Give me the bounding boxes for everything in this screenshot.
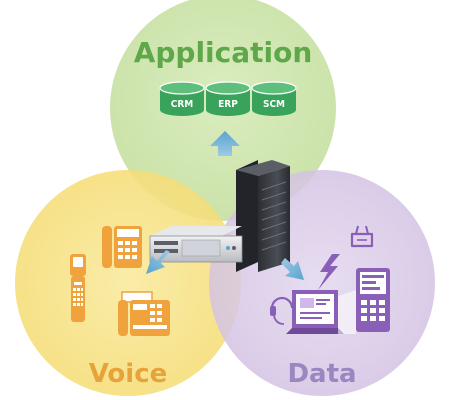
arrow-to-voice-icon: [146, 250, 170, 274]
database-icon: [160, 88, 204, 116]
database-top: [205, 81, 251, 95]
database-top: [251, 81, 297, 95]
arrow-up-icon: [210, 131, 240, 156]
database-crm: CRM: [159, 81, 205, 116]
database-label: CRM: [171, 99, 194, 110]
database-scm: SCM: [251, 81, 297, 116]
laptop-icon: [286, 290, 356, 334]
desk-phone-icon: [102, 226, 142, 268]
fax-machine-icon: [118, 291, 170, 336]
arrow-to-data-icon: [281, 258, 304, 280]
voice-label: Voice: [89, 359, 168, 389]
database-erp: ERP: [205, 81, 251, 116]
mobile-phone-icon: [70, 254, 86, 322]
lightning-icon: [318, 254, 340, 290]
headset-icon: [270, 296, 294, 325]
database-label: ERP: [218, 99, 238, 110]
database-top: [159, 81, 205, 95]
tower-server-icon: [236, 160, 290, 272]
database-label: SCM: [263, 99, 285, 110]
shopping-basket-icon: [350, 225, 374, 248]
database-icon: [252, 88, 296, 116]
application-label: Application: [134, 36, 313, 69]
database-icon: [206, 88, 250, 116]
data-label: Data: [287, 359, 356, 389]
terminal-device-icon: [356, 268, 390, 332]
rack-server-icon: [149, 226, 243, 263]
